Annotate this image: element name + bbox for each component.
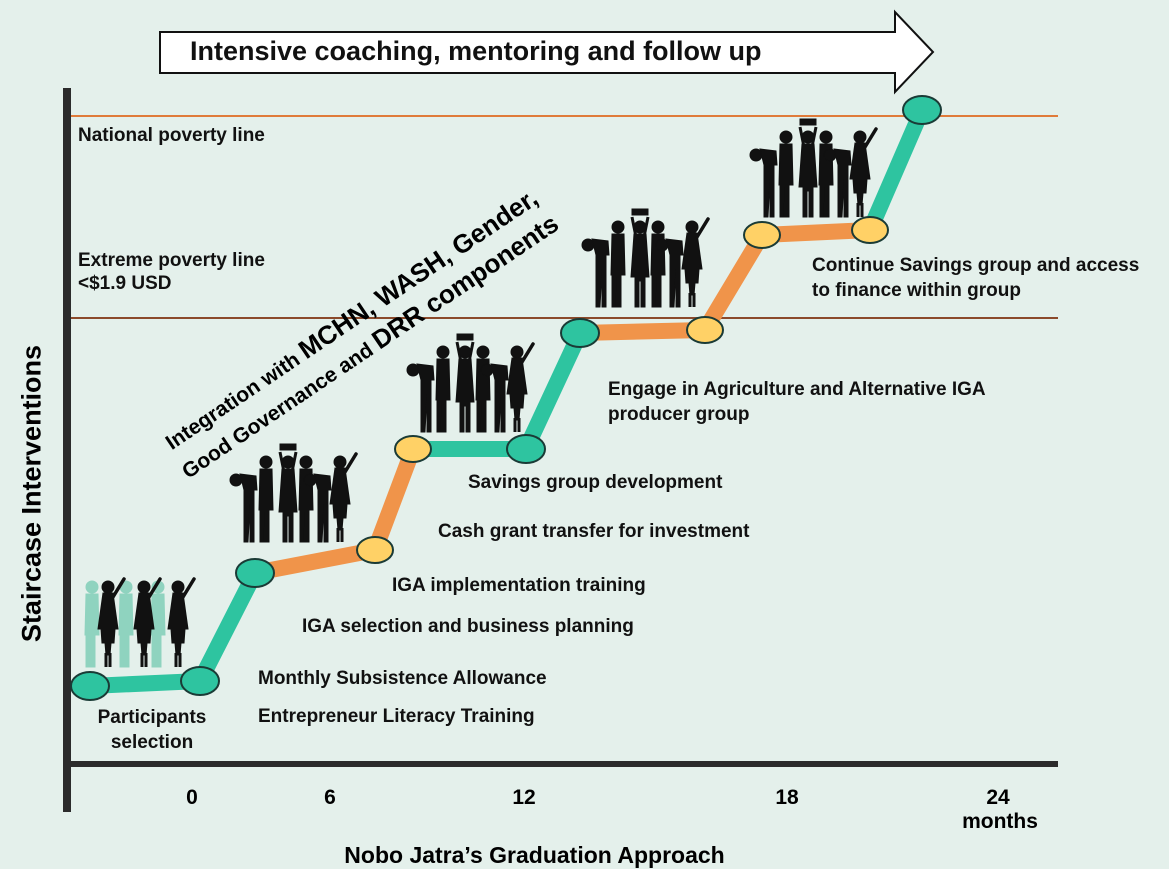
step-label-line: Continue Savings group and access — [812, 255, 1140, 276]
national-poverty-label: National poverty line — [78, 125, 265, 146]
x-axis-title: Nobo Jatra’s Graduation Approach — [344, 842, 725, 868]
people-group-icon — [84, 577, 196, 669]
step-literacy: Entrepreneur Literacy Training — [258, 706, 535, 727]
node — [356, 536, 394, 564]
step-cash-grant: Cash grant transfer for investment — [438, 521, 750, 542]
node — [851, 216, 889, 244]
x-tick: 6 — [324, 786, 336, 809]
step-participants-selection: Participants selection — [72, 706, 232, 755]
extreme-poverty-threshold: <$1.9 USD — [78, 273, 172, 294]
step-allowance: Monthly Subsistence Allowance — [258, 668, 547, 689]
people-group-icon — [750, 119, 876, 217]
node — [394, 435, 432, 463]
x-tick: 12 — [512, 786, 536, 809]
step-label-line: Engage in Agriculture and Alternative IG… — [608, 379, 986, 400]
step-savings-development: Savings group development — [468, 472, 723, 493]
node — [902, 95, 942, 125]
step-engage-agriculture: Engage in Agriculture and Alternative IG… — [608, 378, 986, 427]
arrow-banner-icon — [159, 9, 935, 95]
step-iga-selection: IGA selection and business planning — [302, 616, 634, 637]
step-label-line: Participants — [97, 707, 207, 728]
x-tick: 24 — [986, 786, 1010, 809]
node — [235, 558, 275, 588]
node — [686, 316, 724, 344]
step-label-line: producer group — [608, 403, 750, 425]
people-group-icon — [582, 209, 708, 307]
node — [180, 666, 220, 696]
x-tick: 0 — [186, 786, 198, 809]
step-label-line: selection — [110, 731, 194, 753]
step-continue-savings: Continue Savings group and access to fin… — [812, 254, 1139, 303]
people-group-icon — [407, 334, 533, 432]
step-nodes — [70, 95, 942, 701]
x-unit: months — [962, 810, 1038, 833]
extreme-poverty-label: Extreme poverty line — [78, 250, 265, 271]
y-axis-title: Staircase Interventions — [16, 344, 47, 643]
node — [743, 221, 781, 249]
banner-text: Intensive coaching, mentoring and follow… — [190, 36, 762, 66]
node — [70, 671, 110, 701]
node — [560, 318, 600, 348]
node — [506, 434, 546, 464]
staircase-path — [82, 102, 930, 694]
people-group-icon — [230, 444, 356, 542]
step-iga-implementation: IGA implementation training — [392, 575, 646, 596]
x-tick: 18 — [775, 786, 799, 809]
step-label-line: to finance within group — [812, 279, 1021, 301]
